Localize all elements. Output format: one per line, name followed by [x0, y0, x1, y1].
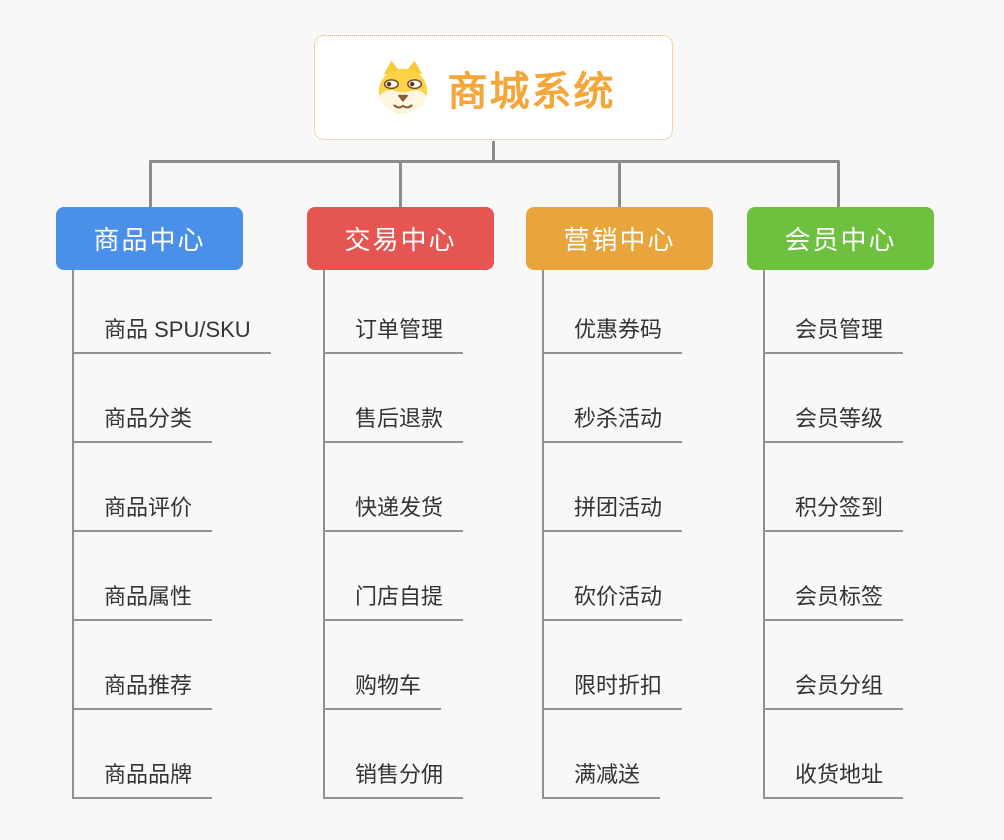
- shiba-dog-icon: [378, 60, 427, 113]
- connector-drop-marketing: [618, 162, 621, 207]
- leaf-node[interactable]: 会员管理: [763, 314, 904, 354]
- leaf-node[interactable]: 商品分类: [72, 403, 213, 443]
- trunk-trade-center: [323, 270, 325, 799]
- leaf-node[interactable]: 拼团活动: [542, 492, 683, 532]
- root-title: 商城系统: [447, 69, 616, 114]
- leaf-node[interactable]: 限时折扣: [542, 670, 683, 710]
- leaf-node[interactable]: 秒杀活动: [542, 403, 683, 443]
- branch-node-marketing-center[interactable]: 营销中心: [526, 207, 713, 270]
- leaf-node[interactable]: 商品属性: [72, 581, 213, 621]
- trunk-marketing-center: [542, 270, 544, 799]
- trunk-member-center: [763, 270, 765, 799]
- branch-label: 交易中心: [344, 225, 457, 255]
- leaf-node[interactable]: 商品评价: [72, 492, 213, 532]
- leaf-node[interactable]: 收货地址: [763, 759, 904, 799]
- leaf-node[interactable]: 会员等级: [763, 403, 904, 443]
- connector-drop-member: [837, 162, 840, 207]
- connector-drop-trade: [399, 162, 402, 207]
- branch-label: 商品中心: [93, 225, 206, 255]
- leaf-node[interactable]: 积分签到: [763, 492, 904, 532]
- leaf-node[interactable]: 售后退款: [323, 403, 464, 443]
- trunk-product-center: [72, 270, 74, 799]
- leaf-node[interactable]: 砍价活动: [542, 581, 683, 621]
- leaf-node[interactable]: 订单管理: [323, 314, 464, 354]
- root-node-mall-system[interactable]: 商城系统: [314, 35, 673, 140]
- leaf-node[interactable]: 商品品牌: [72, 759, 213, 799]
- leaf-node[interactable]: 会员标签: [763, 581, 904, 621]
- connector-root-stub: [492, 141, 495, 162]
- leaf-node[interactable]: 销售分佣: [323, 759, 464, 799]
- leaf-node[interactable]: 商品 SPU/SKU: [72, 314, 271, 354]
- branch-node-member-center[interactable]: 会员中心: [747, 207, 934, 270]
- branch-node-product-center[interactable]: 商品中心: [56, 207, 243, 270]
- leaf-node[interactable]: 门店自提: [323, 581, 464, 621]
- connector-horizontal-bar: [149, 160, 840, 163]
- leaf-node[interactable]: 满减送: [542, 759, 661, 799]
- branch-label: 营销中心: [563, 225, 676, 255]
- leaf-node[interactable]: 购物车: [323, 670, 442, 710]
- branch-label: 会员中心: [784, 225, 897, 255]
- leaf-node[interactable]: 优惠券码: [542, 314, 683, 354]
- leaf-node[interactable]: 会员分组: [763, 670, 904, 710]
- leaf-node[interactable]: 快递发货: [323, 492, 464, 532]
- branch-node-trade-center[interactable]: 交易中心: [307, 207, 494, 270]
- leaf-node[interactable]: 商品推荐: [72, 670, 213, 710]
- connector-drop-product: [149, 162, 152, 207]
